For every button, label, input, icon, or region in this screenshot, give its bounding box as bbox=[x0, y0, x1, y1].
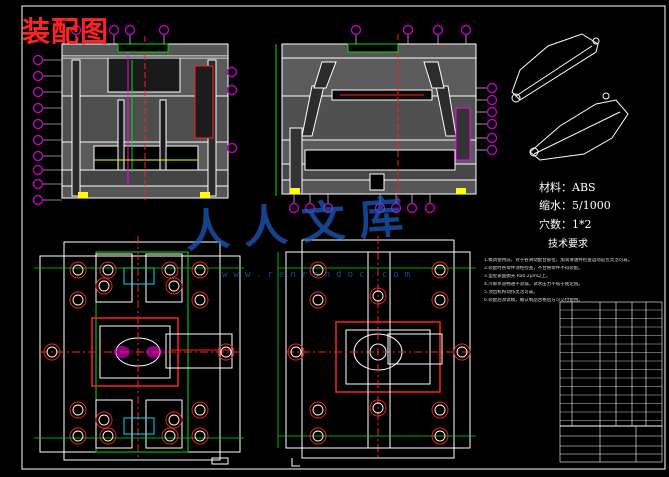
part-reference-balloon bbox=[322, 202, 334, 214]
part-reference-balloon bbox=[226, 66, 238, 78]
bolt-hole bbox=[287, 343, 305, 361]
part-reference-balloon bbox=[158, 24, 170, 36]
part-reference-balloon bbox=[402, 24, 414, 36]
part-reference-balloon bbox=[350, 24, 362, 36]
spec-cavities: 穴数：1*2 bbox=[539, 218, 592, 231]
part-reference-balloon bbox=[406, 202, 418, 214]
bolt-hole bbox=[453, 343, 471, 361]
part-reference-balloon bbox=[432, 24, 444, 36]
part-reference-balloon bbox=[32, 134, 44, 146]
bolt-hole bbox=[191, 427, 209, 445]
part-reference-balloon bbox=[32, 178, 44, 190]
part-reference-balloon bbox=[226, 142, 238, 154]
part-reference-balloon bbox=[226, 84, 238, 96]
bolt-hole bbox=[99, 261, 117, 279]
section-view-left bbox=[61, 36, 229, 200]
part-reference-balloon bbox=[32, 118, 44, 130]
requirement-line: 4.冷却水道畅通不渗漏，试水压力不低于规定值。 bbox=[484, 282, 583, 287]
watermark-url: www.renrendoc.com bbox=[222, 270, 417, 280]
bolt-hole bbox=[369, 287, 387, 305]
part-reference-balloon bbox=[124, 24, 136, 36]
bolt-hole bbox=[43, 343, 61, 361]
bolt-hole bbox=[95, 411, 113, 429]
part-sketch bbox=[511, 33, 629, 161]
part-reference-balloon bbox=[32, 102, 44, 114]
bolt-hole bbox=[165, 411, 183, 429]
bolt-hole bbox=[69, 401, 87, 419]
part-reference-balloon bbox=[486, 118, 498, 130]
part-reference-balloon bbox=[32, 164, 44, 176]
part-reference-balloon bbox=[424, 202, 436, 214]
bolt-hole bbox=[95, 277, 113, 295]
bolt-hole bbox=[431, 427, 449, 445]
bolt-hole bbox=[99, 427, 117, 445]
part-reference-balloon bbox=[32, 54, 44, 66]
bolt-hole bbox=[369, 399, 387, 417]
requirement-line: 5.顶出机构动作灵活可靠。 bbox=[484, 290, 538, 295]
bolt-hole bbox=[191, 401, 209, 419]
part-reference-balloon bbox=[486, 82, 498, 94]
bolt-hole bbox=[161, 427, 179, 445]
bolt-hole bbox=[165, 277, 183, 295]
plan-view-left bbox=[34, 236, 244, 465]
part-reference-balloon bbox=[486, 144, 498, 156]
bolt-hole bbox=[309, 261, 327, 279]
part-reference-balloon bbox=[32, 86, 44, 98]
bolt-hole bbox=[217, 343, 235, 361]
requirement-line: 6.装配后须试模，确认制品合格后方可交付使用。 bbox=[484, 298, 583, 303]
part-reference-balloon bbox=[70, 24, 82, 36]
bolt-hole bbox=[69, 261, 87, 279]
bolt-hole bbox=[69, 427, 87, 445]
part-reference-balloon bbox=[288, 202, 300, 214]
part-reference-balloon bbox=[32, 150, 44, 162]
drawing-title: 装配图 bbox=[22, 15, 110, 48]
drawing-border bbox=[21, 5, 666, 470]
bolt-hole bbox=[191, 261, 209, 279]
bolt-hole bbox=[431, 291, 449, 309]
bolt-hole bbox=[161, 261, 179, 279]
bolt-hole bbox=[191, 291, 209, 309]
section-view-right bbox=[275, 34, 477, 200]
part-reference-balloon bbox=[390, 202, 402, 214]
part-reference-balloon bbox=[486, 94, 498, 106]
bolt-hole bbox=[309, 427, 327, 445]
part-reference-balloon bbox=[374, 202, 386, 214]
part-reference-balloon bbox=[486, 132, 498, 144]
part-reference-balloon bbox=[460, 24, 472, 36]
part-reference-balloon bbox=[32, 70, 44, 82]
bolt-hole bbox=[69, 291, 87, 309]
part-reference-balloon bbox=[486, 106, 498, 118]
requirement-line: 2.装配时各零件须经检查，不合格零件不得装配。 bbox=[484, 266, 583, 271]
requirement-line: 3.型腔表面抛光 Ra0.2μm以上。 bbox=[484, 274, 551, 279]
spec-shrinkage: 缩水：5/1000 bbox=[539, 199, 611, 212]
bolt-hole bbox=[431, 261, 449, 279]
tech-requirements-heading: 技术要求 bbox=[548, 239, 588, 250]
bolt-hole bbox=[431, 401, 449, 419]
bolt-hole bbox=[309, 401, 327, 419]
bolt-hole bbox=[309, 291, 327, 309]
plan-view-right bbox=[277, 236, 476, 467]
spec-material: 材料：ABS bbox=[539, 181, 596, 194]
part-reference-balloon bbox=[32, 194, 44, 206]
bom-table bbox=[559, 301, 663, 463]
requirement-line: 1.模具使用前，对于各滑动配合部位，加润滑油并检查运动是否灵活可靠。 bbox=[484, 258, 633, 263]
part-reference-balloon bbox=[108, 24, 120, 36]
part-reference-balloon bbox=[304, 202, 316, 214]
